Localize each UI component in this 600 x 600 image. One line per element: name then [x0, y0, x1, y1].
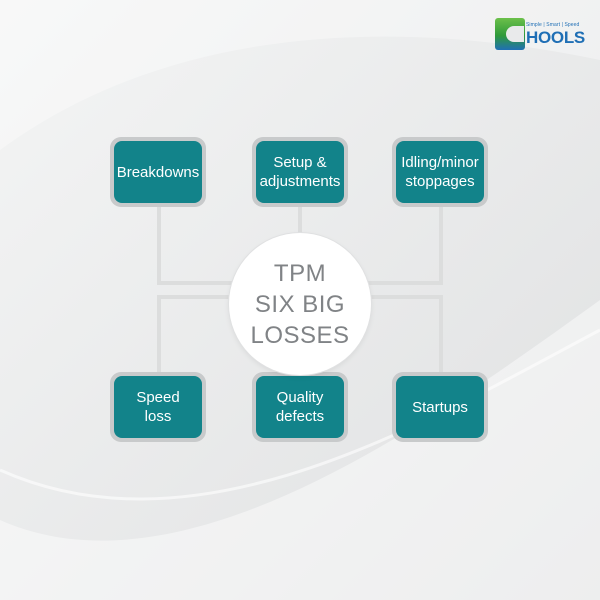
loss-box-speed-loss: Speed loss: [110, 372, 206, 442]
loss-box-idling-minor-stoppages: Idling/minor stoppages: [392, 137, 488, 207]
loss-label: Breakdowns: [116, 163, 200, 181]
connector-bottom-right-vertical: [439, 295, 443, 380]
loss-label: Quality defects: [275, 389, 325, 425]
logo-wordmark: HOOLS: [526, 28, 585, 47]
chools-logo: Simple | Smart | Speed HOOLS: [495, 18, 585, 52]
loss-box-quality-defects: Quality defects: [252, 372, 348, 442]
loss-label: Setup & adjustments: [259, 154, 341, 190]
connector-top-center-vertical: [298, 205, 302, 239]
connector-top-right-vertical: [439, 205, 443, 285]
connector-top-left-horizontal: [157, 281, 247, 285]
loss-box-startups: Startups: [392, 372, 488, 442]
loss-label: Idling/minor stoppages: [401, 154, 479, 190]
logo-c-mark: [495, 18, 525, 50]
connector-top-left-vertical: [157, 205, 161, 285]
center-circle: TPM SIX BIG LOSSES: [229, 233, 371, 375]
connector-bottom-left-vertical: [157, 295, 161, 380]
center-title: TPM SIX BIG LOSSES: [250, 259, 350, 349]
connector-bottom-right-horizontal: [355, 295, 443, 299]
loss-label: Speed loss: [136, 389, 180, 425]
connector-top-right-horizontal: [355, 281, 443, 285]
loss-box-breakdowns: Breakdowns: [110, 137, 206, 207]
logo-tagline: Simple | Smart | Speed: [526, 22, 580, 28]
loss-box-setup-adjustments: Setup & adjustments: [252, 137, 348, 207]
loss-label: Startups: [412, 398, 468, 416]
connector-bottom-left-horizontal: [157, 295, 247, 299]
